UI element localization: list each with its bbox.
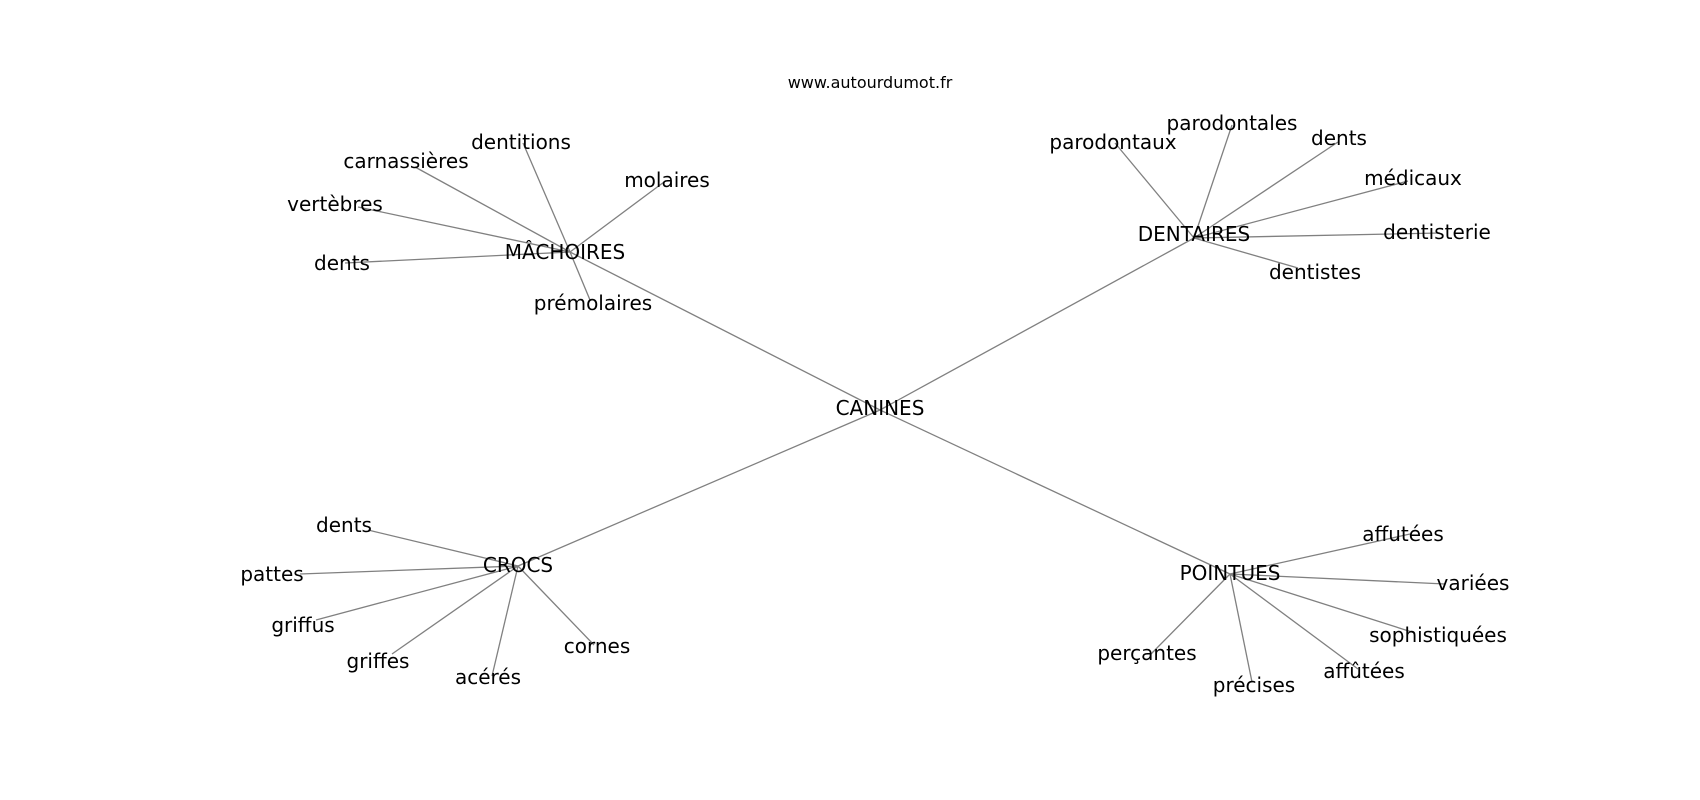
hub-leaf-edge [569,251,591,301]
leaf-node-label: parodontaux [1049,130,1176,154]
hub-leaf-edge [357,206,571,253]
leaf-node-label: dentisterie [1383,220,1491,244]
center-hub-edge [517,409,881,567]
leaf-node-label: dents [314,251,370,275]
hub-leaf-edge [1193,180,1409,239]
hub-leaf-edge [414,166,571,253]
leaf-node-label: molaires [624,168,710,192]
center-hub-edge [879,237,1195,411]
leaf-node-label: dents [1311,126,1367,150]
hub-leaf-edge [522,142,571,253]
hub-node-label: POINTUES [1180,561,1281,585]
hub-node-label: CROCS [483,553,553,577]
leaf-node-label: parodontales [1167,111,1298,135]
center-node-label: CANINES [836,396,925,420]
hub-leaf-edge [1229,573,1253,683]
leaf-node-label: dentitions [471,130,571,154]
leaf-node-label: griffes [347,649,410,673]
leaf-node-label: pattes [240,562,303,586]
hub-node-label: DENTAIRES [1138,222,1250,246]
hub-leaf-edge [367,529,519,567]
hub-leaf-edge [1193,141,1339,239]
hub-leaf-edge [344,251,571,264]
leaf-node-label: précises [1213,673,1295,697]
hub-leaf-edge [1193,237,1299,269]
hub-leaf-edge [1229,573,1359,670]
edges [299,124,1446,683]
hub-leaf-edge [391,565,519,655]
leaf-node-label: griffus [271,613,334,637]
leaf-node-label: dentistes [1269,260,1361,284]
leaf-node-label: prémolaires [534,291,652,315]
hub-leaf-edge [1114,142,1195,239]
hub-leaf-edge [517,565,595,646]
hub-leaf-edge [315,565,519,621]
hub-leaf-edge [1149,573,1231,656]
leaf-node-label: carnassières [343,149,468,173]
leaf-node-label: affutées [1362,522,1444,546]
hub-node-label: MÂCHOIRES [505,240,625,264]
leaf-node-label: affûtées [1323,659,1405,683]
leaf-node-label: perçantes [1097,641,1196,665]
leaf-node-label: cornes [564,634,631,658]
hub-leaf-edge [299,565,519,575]
hub-leaf-edge [1229,573,1446,585]
hub-leaf-edge [569,181,665,253]
leaf-node-label: vertèbres [287,192,383,216]
site-url: www.autourdumot.fr [788,73,953,92]
leaf-node-label: variées [1437,571,1510,595]
center-hub-edge [569,251,881,411]
center-hub-edge [879,409,1231,575]
leaf-node-label: médicaux [1364,166,1462,190]
hub-leaf-edge [1229,573,1416,634]
leaf-node-label: acérés [455,665,521,689]
hub-leaf-edge [491,565,519,677]
leaf-node-label: sophistiquées [1369,623,1507,647]
hub-leaf-edge [1193,124,1233,239]
hub-leaf-edge [1229,533,1411,575]
leaf-node-label: dents [316,513,372,537]
hub-leaf-edge [1193,232,1441,239]
